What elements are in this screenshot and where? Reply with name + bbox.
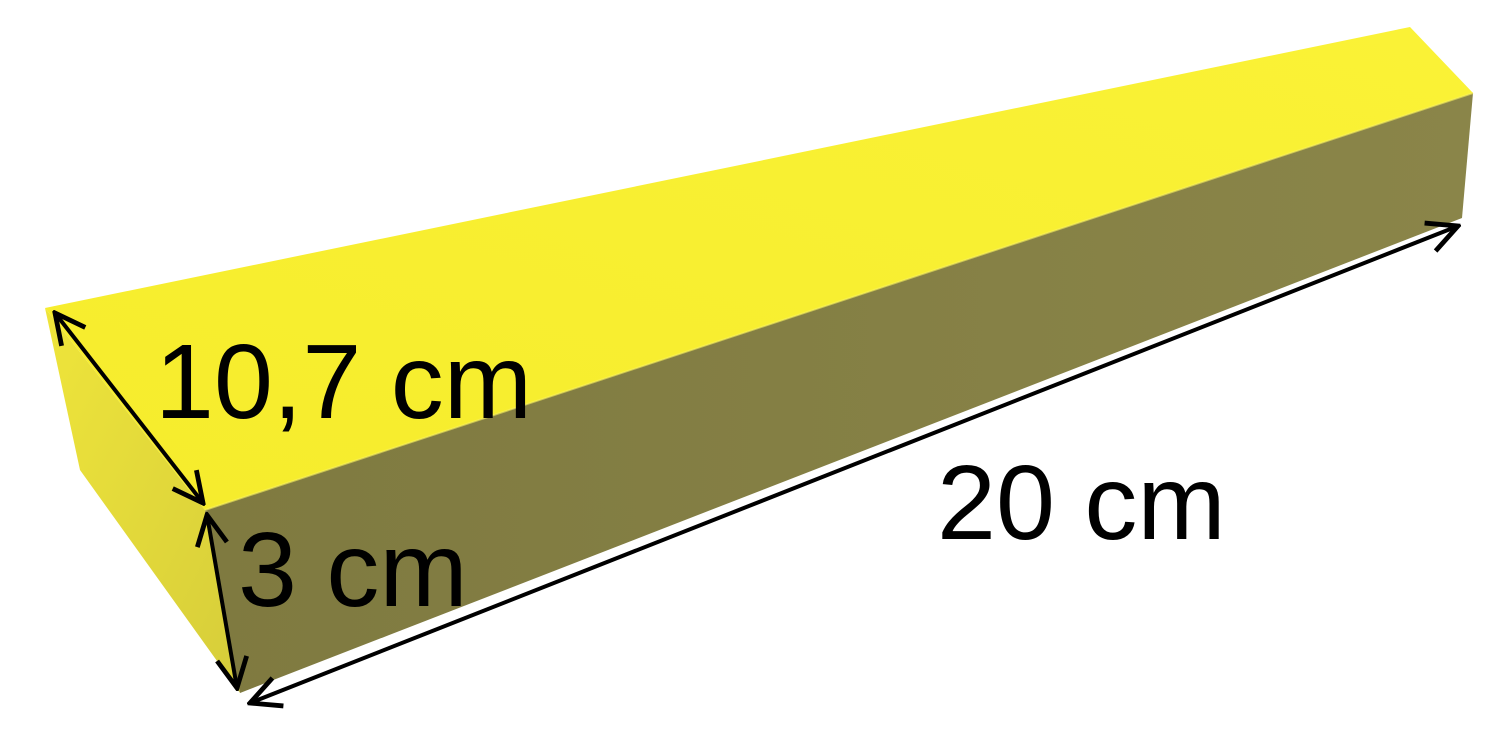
height-dimension-arrow [207,515,237,688]
length-label: 20 cm [937,444,1226,562]
length-dimension-arrow [250,226,1458,703]
width-label: 10,7 cm [155,323,532,441]
width-dimension-arrow [55,313,203,503]
height-label: 3 cm [238,511,468,629]
